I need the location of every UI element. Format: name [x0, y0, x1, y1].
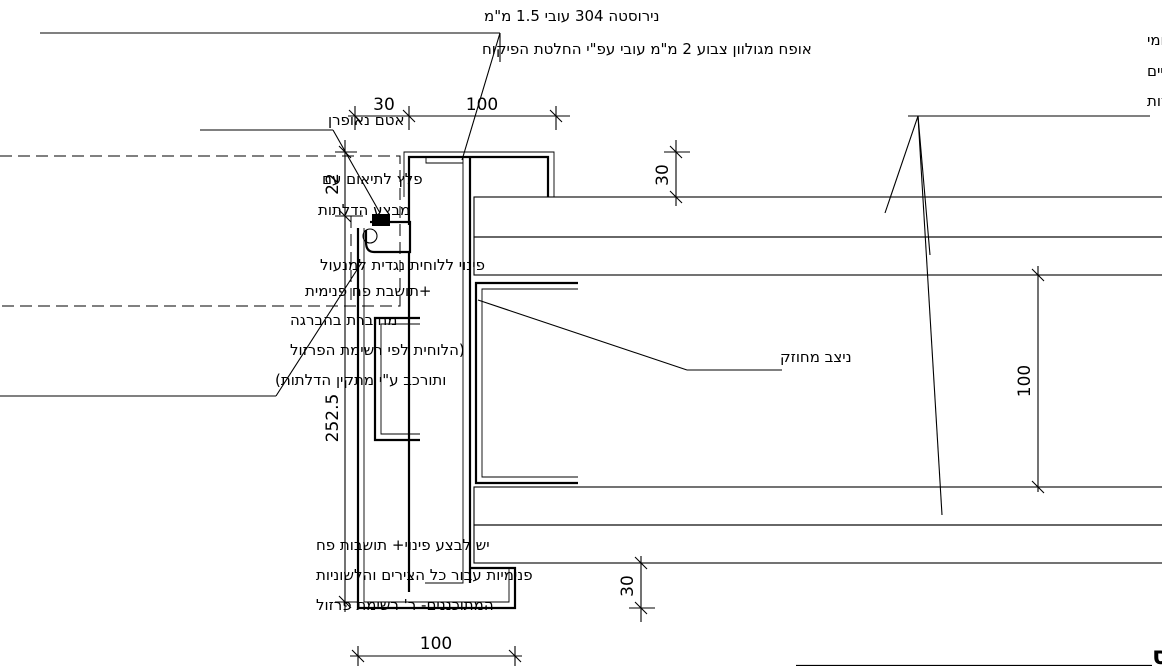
clearance-note-line5: ותורכב ע"י מתקין הדלתות) [275, 371, 446, 389]
bottom-note-line3: המתוכננים- ר' רשימת פרזול [316, 596, 494, 614]
seal-note: אטם נאופרן [328, 111, 405, 129]
stud-note: ניצב מחוזק [780, 348, 852, 366]
leader-lines [0, 32, 1150, 516]
clearance-note-line4: (הלוחית לפי רשימת הפרזול [290, 341, 465, 359]
dim-board-bottom: 30 [618, 575, 638, 597]
clearance-note-line2: +תושבת פח פנימית [305, 282, 432, 300]
clearance-note-line3: מחוברת בהברגה [290, 311, 397, 329]
clearance-note-line1: פינוי ללוחית נגדית למנעול [320, 256, 485, 274]
bottom-note-line1: יש לבצע פינוי+ תושבות פח [316, 536, 490, 554]
drawing-title: חשקוף טיפוס A בקיר גבס [1152, 641, 1162, 666]
dim-bottom-width: 100 [420, 634, 452, 654]
dim-rebate-depth: 22 [323, 173, 343, 195]
gypsum-boards [473, 196, 1162, 564]
neoprene-seal [362, 214, 412, 254]
rebate-note-line1: פלץ לתיאום עם [322, 170, 423, 188]
dim-top-left: 30 [373, 95, 395, 115]
dim-top-right: 100 [466, 95, 498, 115]
reinforced-stud [474, 281, 578, 485]
steel-frame-profile [356, 151, 555, 610]
steel-note: נירוסטה 304 עובי 1.5 מ"מ [484, 7, 660, 25]
gypsum-note-line3: לפי רשימת טיפוסי קירות [1147, 92, 1162, 110]
annotation-notes: נירוסטה 304 עובי 1.5 מ"מ אופח מגולוון צב… [275, 7, 1162, 614]
bottom-note-line2: פנימיות עבור כל הצירים והלשוניות [316, 566, 533, 584]
dimension-texts: 30 100 22 30 100 252.5 30 100 [323, 95, 1035, 654]
galvanized-note: אופח מגולוון צבוע 2 מ"מ עובי עפ"י החלטת … [482, 40, 812, 58]
gypsum-note-line1: גבס דו-קרומי [1147, 31, 1162, 49]
dimension-lines [335, 106, 1052, 666]
dim-frame-height: 252.5 [323, 394, 343, 443]
rebate-note-line2: מבצע הדלתות [318, 201, 410, 219]
dim-stud-depth: 100 [1015, 365, 1035, 397]
gypsum-note-line2: עובי סופי של קיר עם צפויים [1147, 62, 1162, 80]
dim-board-top: 30 [653, 164, 673, 186]
